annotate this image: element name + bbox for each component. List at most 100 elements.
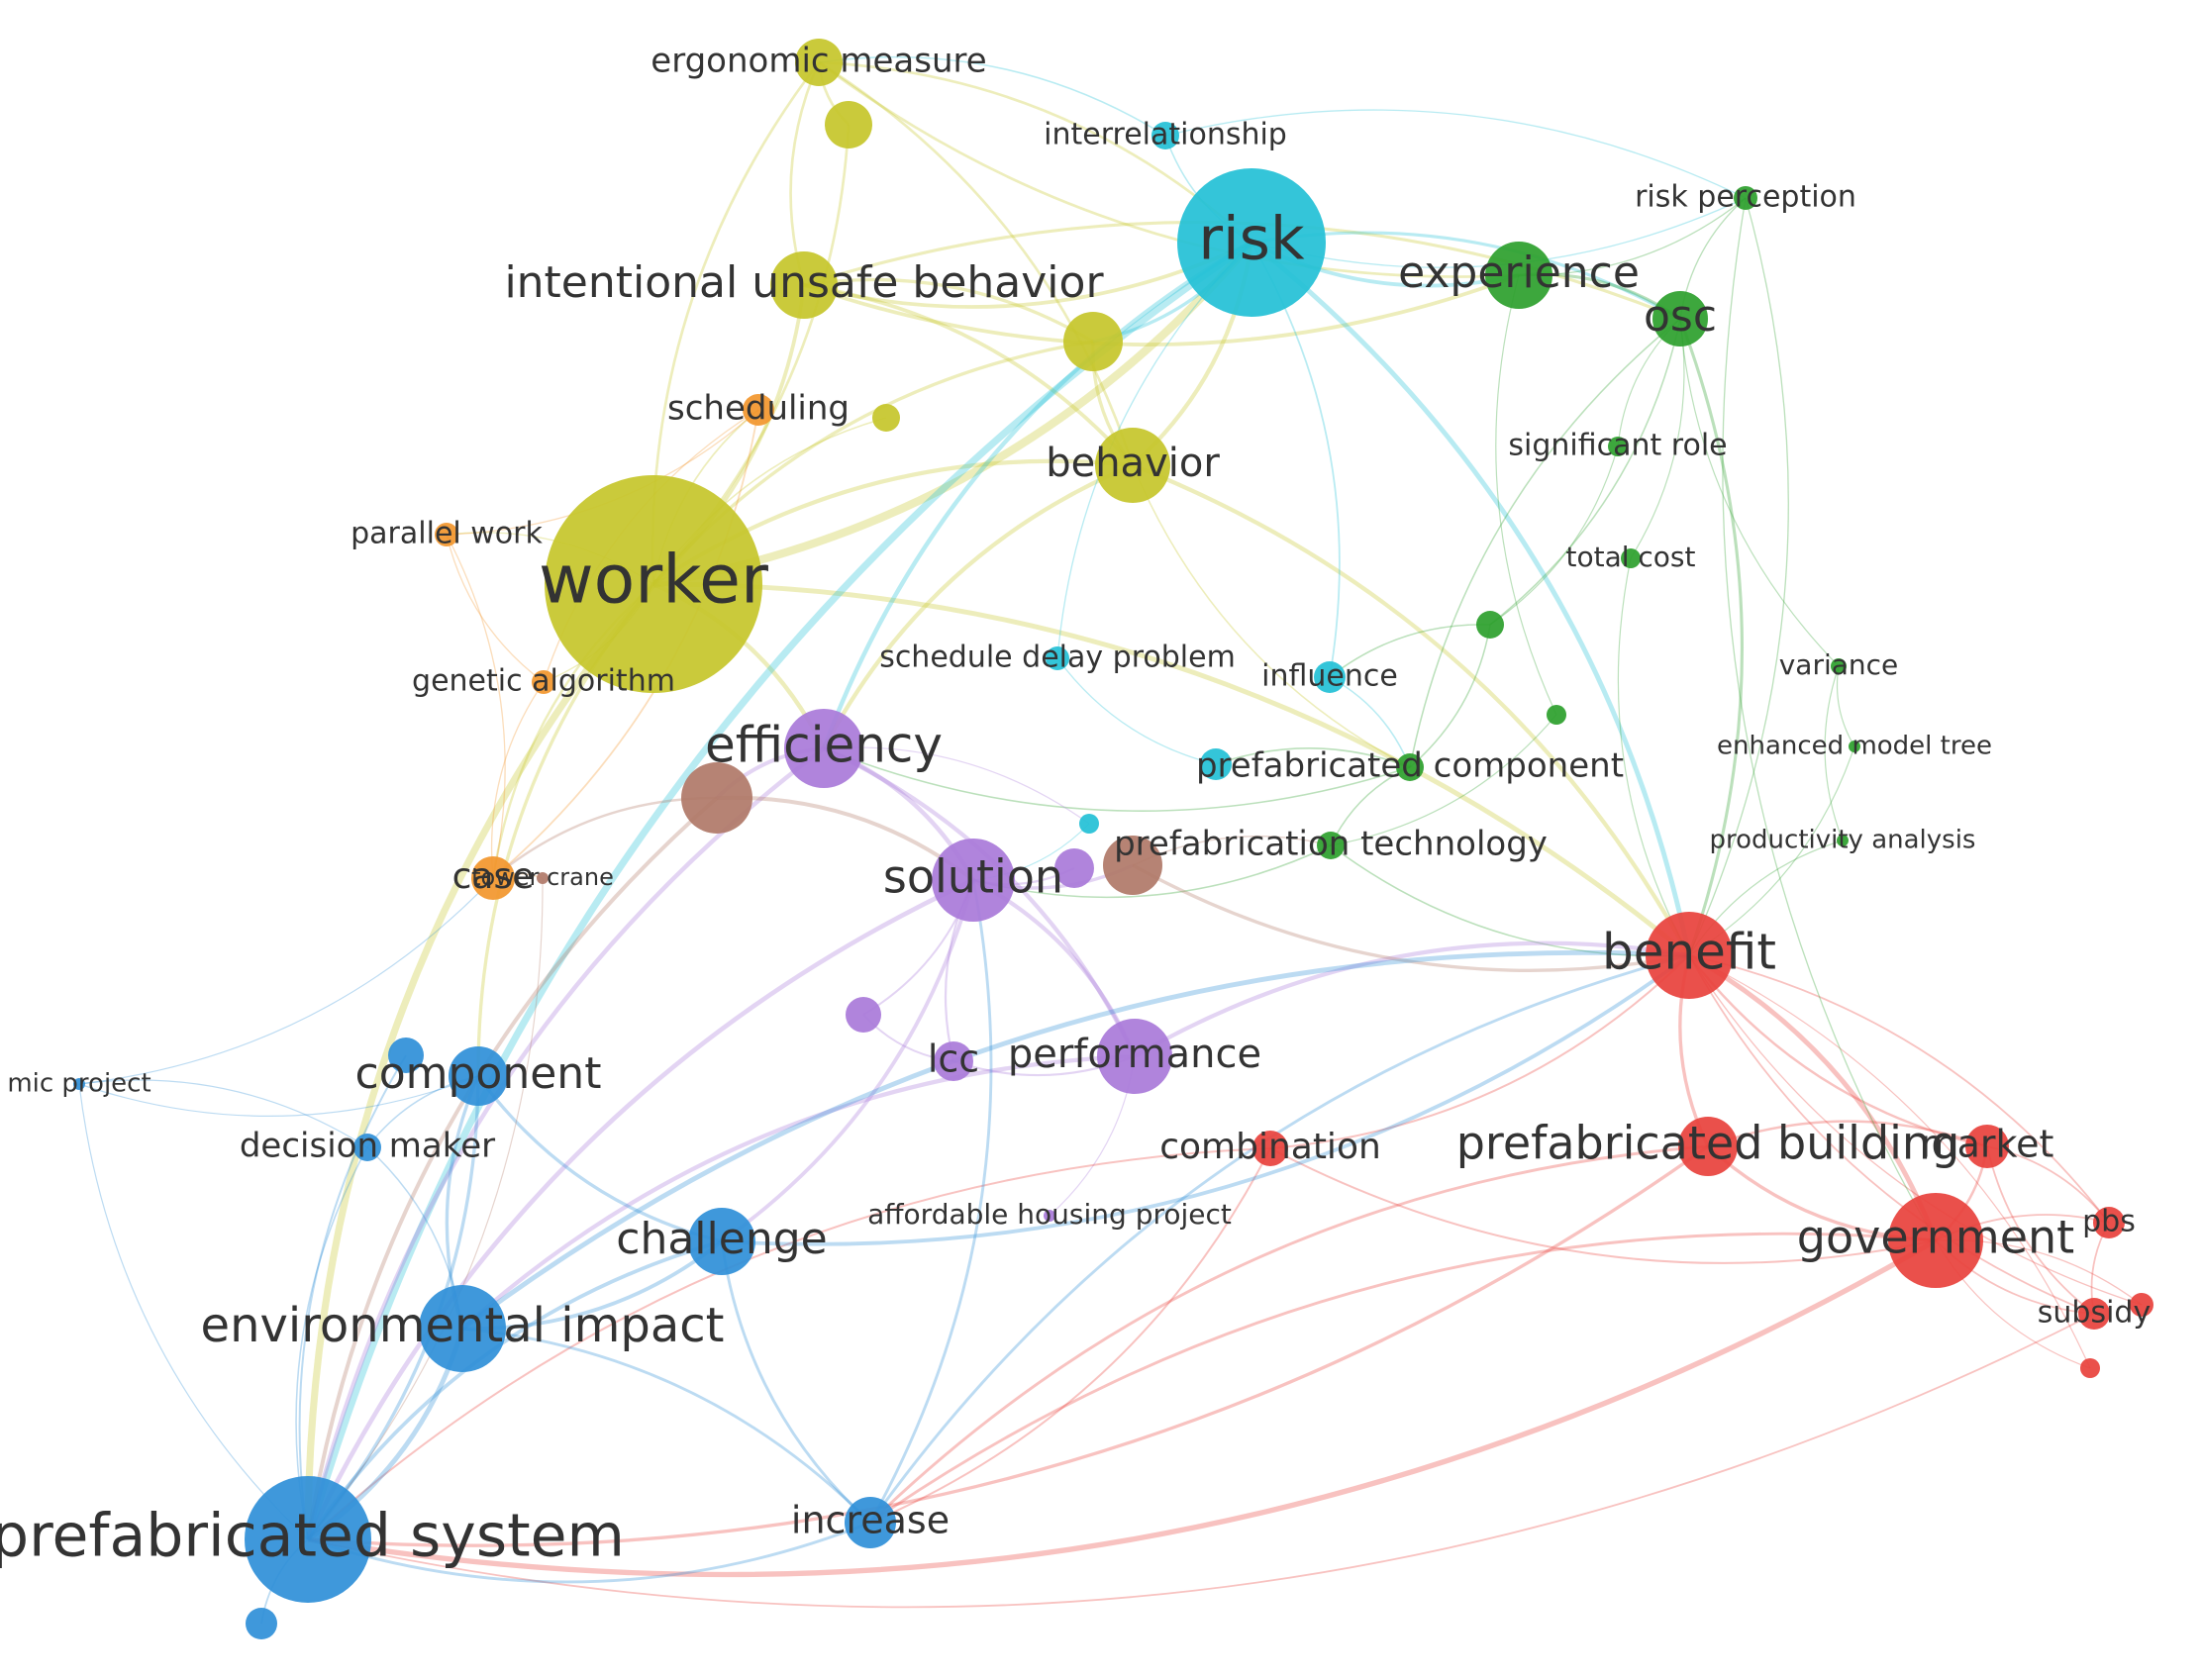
node-brown-b[interactable] <box>1103 836 1162 895</box>
edge-component-mic_project <box>78 1075 479 1117</box>
label-decision-maker: decision maker <box>240 1127 495 1166</box>
node-ergonomic[interactable] <box>795 39 843 86</box>
node-variance[interactable] <box>1831 658 1847 674</box>
node-cyan-b[interactable] <box>1079 814 1099 834</box>
node-total-cost[interactable] <box>1621 548 1641 568</box>
edge-intentional-behavior <box>803 283 1135 467</box>
node-yellow-a[interactable] <box>1063 312 1123 371</box>
node-decision-maker[interactable] <box>353 1134 381 1161</box>
edge-osc-green_a <box>1489 318 1681 626</box>
edge-environmental_impact-benefit <box>460 949 1690 1331</box>
node-challenge[interactable] <box>688 1208 755 1275</box>
node-scheduling[interactable] <box>743 394 774 426</box>
node-government[interactable] <box>1888 1193 1983 1288</box>
node-tower-crane[interactable] <box>537 872 549 884</box>
edge-challenge-component <box>476 1075 723 1243</box>
node-worker[interactable] <box>545 475 762 693</box>
node-component[interactable] <box>449 1046 508 1106</box>
node-purple-a[interactable] <box>1054 848 1094 888</box>
node-brown-a[interactable] <box>681 762 752 834</box>
node-benefit[interactable] <box>1646 912 1733 999</box>
edge-risk-benefit <box>1250 241 1692 956</box>
edge-intentional-yellow_a <box>803 277 1094 344</box>
edge-prefab_system-mic_project <box>78 1083 309 1540</box>
node-prefab-technology[interactable] <box>1317 832 1345 859</box>
node-red-b[interactable] <box>2080 1358 2100 1378</box>
node-productivity-analysis[interactable] <box>1837 835 1849 846</box>
label-efficiency: efficiency <box>705 717 943 774</box>
edge-risk-efficiency <box>821 241 1253 749</box>
edge-solution-challenge <box>720 879 975 1243</box>
node-increase[interactable] <box>845 1497 896 1548</box>
label-environmental-impact: environmental impact <box>201 1298 725 1353</box>
edge-performance-benefit <box>1133 940 1690 1058</box>
node-market[interactable] <box>1965 1125 2009 1168</box>
node-blue-b[interactable] <box>388 1038 424 1073</box>
node-interrelationship[interactable] <box>1151 122 1179 149</box>
label-productivity-analysis: productivity analysis <box>1710 826 1976 855</box>
label-performance: performance <box>1008 1032 1261 1077</box>
label-subsidy: subsidy <box>2038 1296 2151 1331</box>
node-red-a[interactable] <box>2130 1293 2153 1317</box>
node-behavior[interactable] <box>1095 428 1170 503</box>
edge-increase-benefit <box>868 953 1690 1524</box>
edge-prefab_building-prefab_system <box>307 1144 1709 1547</box>
node-case[interactable] <box>471 856 515 900</box>
label-challenge: challenge <box>616 1214 827 1264</box>
edge-worker-prefab_system <box>304 581 656 1540</box>
edge-osc-total_cost <box>1630 318 1685 559</box>
node-intentional[interactable] <box>770 251 838 319</box>
label-prefab-system: prefabricated system <box>0 1502 625 1571</box>
node-green-a[interactable] <box>1476 611 1504 639</box>
edge-prefab_system-blue_b <box>298 1054 407 1540</box>
edge-prefab_system-increase <box>307 1521 871 1584</box>
edge-benefit-pbs <box>1688 954 2110 1224</box>
node-blue-a[interactable] <box>246 1608 277 1639</box>
edge-mic_project-case <box>78 877 494 1085</box>
label-influence: influence <box>1261 659 1398 694</box>
label-experience: experience <box>1398 247 1640 298</box>
node-affordable-housing[interactable] <box>1044 1210 1055 1222</box>
node-combination[interactable] <box>1252 1131 1288 1166</box>
node-parallel-work[interactable] <box>435 523 458 546</box>
node-solution[interactable] <box>932 839 1015 922</box>
node-lcc[interactable] <box>934 1041 973 1081</box>
edge-benefit-market <box>1688 954 1988 1148</box>
node-pbs[interactable] <box>2093 1207 2125 1238</box>
node-mic-project[interactable] <box>73 1078 85 1090</box>
node-osc[interactable] <box>1652 291 1708 346</box>
node-prefab-component[interactable] <box>1396 753 1424 781</box>
edge-increase-solution <box>868 879 993 1524</box>
node-schedule-delay[interactable] <box>1046 646 1069 670</box>
label-prefab-building: prefabricated building <box>1456 1117 1960 1170</box>
edge-green_b-prefab_technology <box>1330 714 1557 846</box>
node-purple-b[interactable] <box>846 997 881 1033</box>
node-yellow-b[interactable] <box>825 101 872 148</box>
edge-risk_perception-benefit <box>1688 197 1789 956</box>
node-prefab-building[interactable] <box>1678 1117 1738 1176</box>
label-case: case <box>452 856 535 897</box>
node-risk[interactable] <box>1177 168 1326 317</box>
edge-government-increase <box>869 1232 1937 1525</box>
node-yellow-c[interactable] <box>872 404 900 432</box>
label-affordable-housing: affordable housing project <box>867 1198 1232 1231</box>
edge-benefit-subsidy <box>1688 954 2095 1315</box>
node-environmental-impact[interactable] <box>419 1285 506 1372</box>
node-genetic-algorithm[interactable] <box>532 670 555 694</box>
node-cyan-a[interactable] <box>1200 748 1232 780</box>
node-influence[interactable] <box>1314 661 1346 693</box>
node-enhanced-model-tree[interactable] <box>1849 741 1860 752</box>
node-performance[interactable] <box>1097 1019 1172 1094</box>
edge-experience-green_b <box>1495 274 1557 716</box>
node-experience[interactable] <box>1485 242 1552 309</box>
node-subsidy[interactable] <box>2078 1298 2110 1330</box>
node-significant-role[interactable] <box>1608 437 1628 456</box>
node-efficiency[interactable] <box>784 709 863 788</box>
node-prefab-system[interactable] <box>245 1476 371 1603</box>
node-green-b[interactable] <box>1547 705 1566 725</box>
edge-combination-prefab_system <box>307 1147 1271 1540</box>
node-risk-perception[interactable] <box>1734 186 1757 210</box>
edge-significant_role-green_a <box>1489 445 1619 626</box>
